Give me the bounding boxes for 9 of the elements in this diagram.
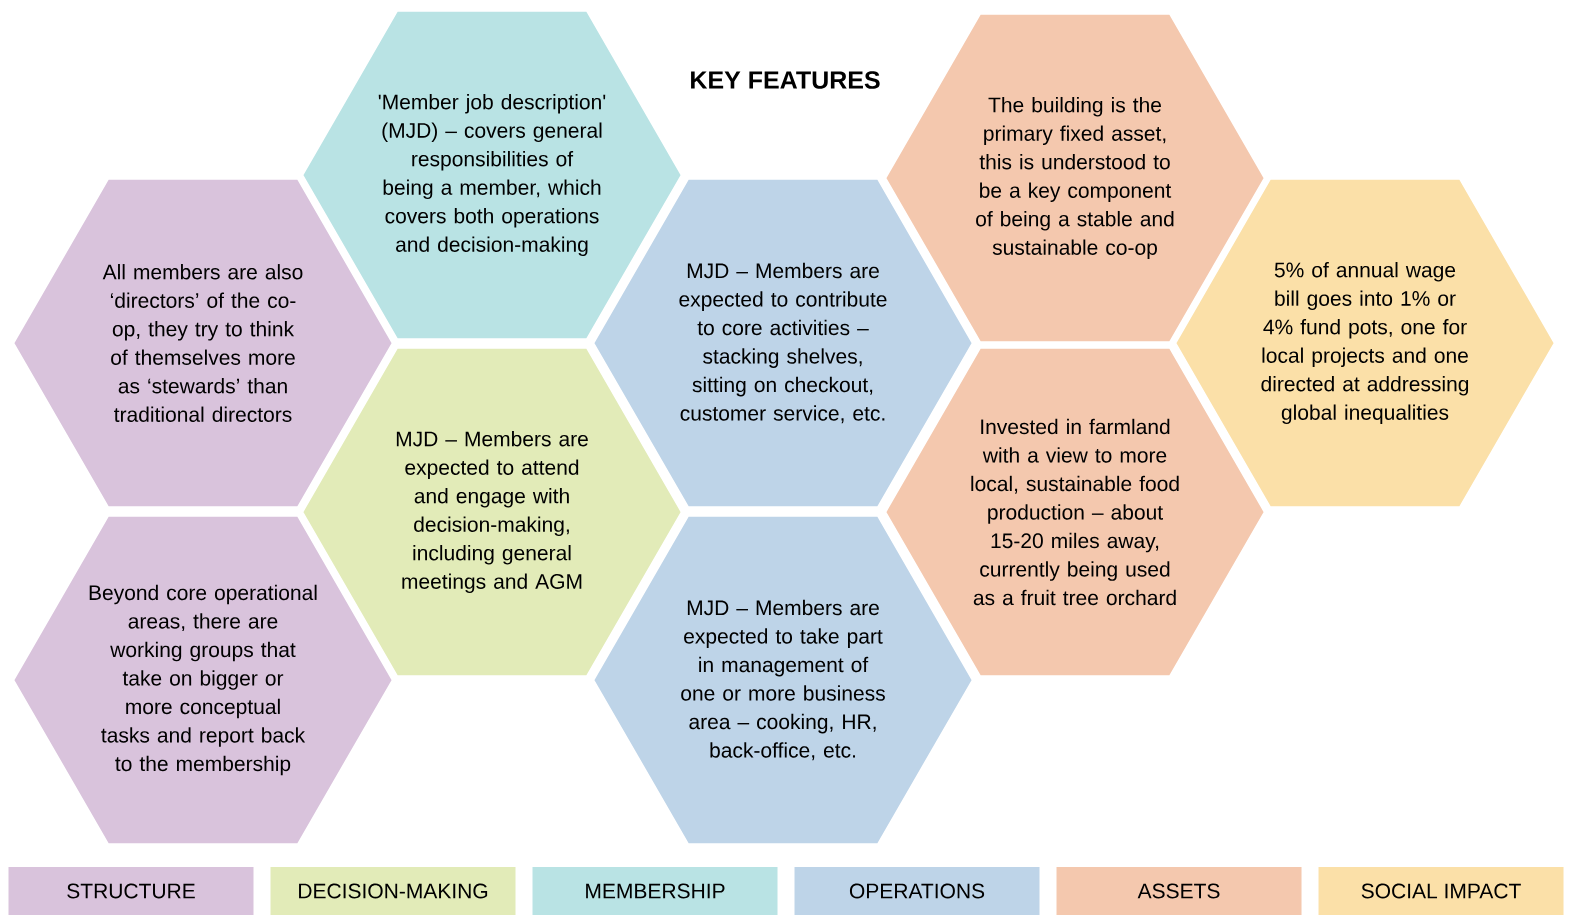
legend-box: SOCIAL IMPACT <box>1318 867 1564 915</box>
title: KEY FEATURES <box>691 71 880 89</box>
legend-box: ASSETS <box>1056 867 1302 915</box>
legend-box: STRUCTURE <box>8 867 254 915</box>
legend-box: MEMBERSHIP <box>532 867 778 915</box>
hexagon: Beyond core operational areas, there are working groups that take on bigger or more conceptual tasks and report back to the membership <box>12 515 394 845</box>
legend-box: OPERATIONS <box>794 867 1040 915</box>
hexagon: MJD – Members are expected to take part in management of one or more business area – cooking, HR, back-office, etc. <box>592 515 974 845</box>
legend-box: DECISION-MAKING <box>270 867 516 915</box>
